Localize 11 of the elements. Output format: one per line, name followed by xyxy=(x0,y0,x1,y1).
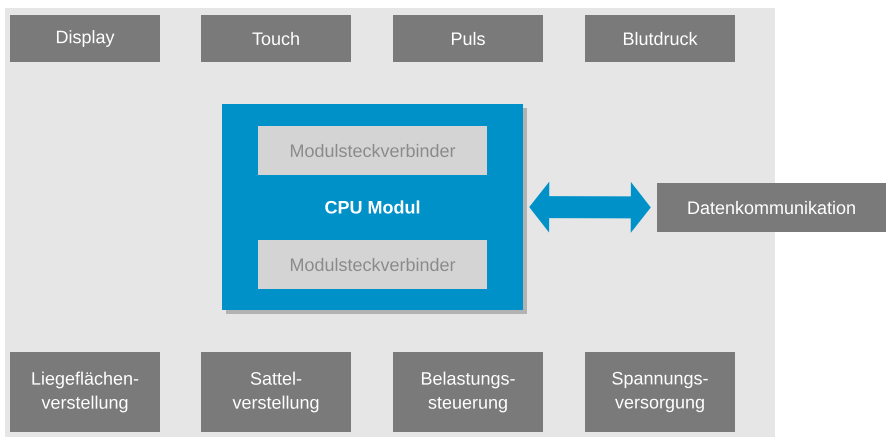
function-box: Belastungs- steuerung xyxy=(393,352,543,432)
function-box: Blutdruck xyxy=(585,15,735,62)
function-box: Datenkommunikation xyxy=(657,183,886,232)
function-box: Sattel- verstellung xyxy=(201,352,351,432)
connector-box: Modulsteckverbinder xyxy=(258,126,487,175)
function-box: Touch xyxy=(201,15,351,62)
function-box: Spannungs- versorgung xyxy=(585,352,735,432)
connector-box: Modulsteckverbinder xyxy=(258,240,487,289)
function-box: Liegeflächen- verstellung xyxy=(10,352,160,432)
function-box: Display xyxy=(10,15,160,62)
function-box: Puls xyxy=(393,15,543,62)
